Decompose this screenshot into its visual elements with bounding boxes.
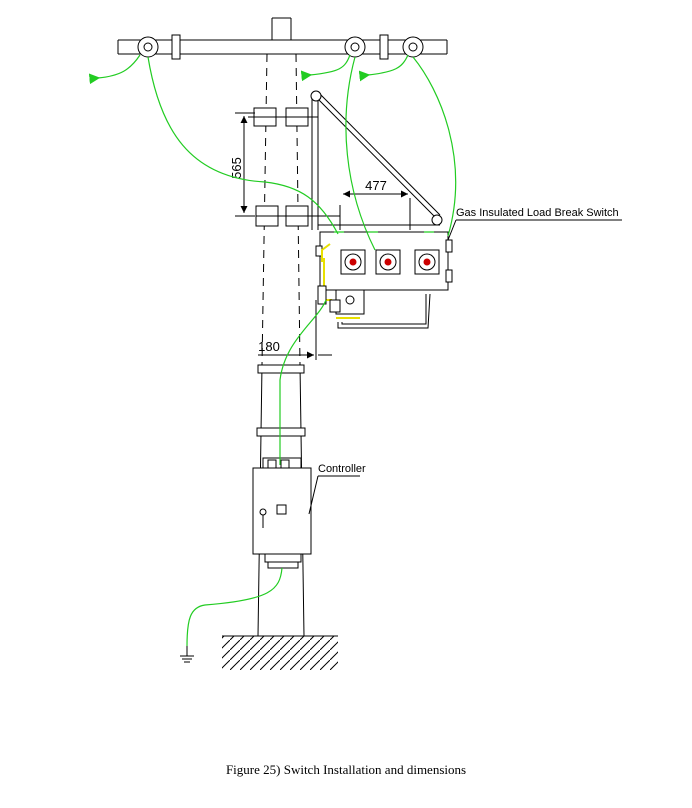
load-break-switch — [315, 231, 453, 329]
bushing-1 — [340, 249, 366, 275]
wire-down — [279, 299, 327, 465]
switch-label: Gas Insulated Load Break Switch — [456, 207, 619, 219]
wire-left-drop — [147, 56, 339, 235]
controller-leader — [308, 475, 360, 515]
mounting-bracket — [310, 90, 443, 230]
dimension-477-label: 477 — [365, 178, 387, 193]
wire-right-drop — [412, 56, 457, 237]
ground-wires — [88, 54, 457, 647]
controller-box — [252, 457, 312, 569]
bushing-2 — [375, 249, 401, 275]
dimension-565 — [235, 112, 255, 217]
dimension-180 — [258, 300, 332, 360]
controller-label: Controller — [318, 463, 366, 475]
bushing-3 — [414, 249, 440, 275]
figure-caption: Figure 25) Switch Installation and dimen… — [225, 762, 467, 777]
cable-clamp — [317, 285, 341, 313]
wire-right-arrow — [358, 54, 409, 82]
wire-mid-arrow — [300, 54, 351, 82]
wire-left-arrow — [88, 54, 141, 85]
ground-symbol-icon — [180, 646, 194, 663]
wire-mid-drop — [345, 56, 376, 251]
dimension-180-label: 180 — [258, 339, 280, 354]
cross-arm — [117, 34, 448, 60]
insulator-rings — [137, 36, 424, 58]
ground-base — [222, 635, 338, 670]
wire-to-earth — [186, 567, 283, 647]
switch-leader — [447, 219, 622, 241]
pole-clamps — [248, 107, 340, 227]
dimension-565-label: 565 — [229, 157, 244, 179]
